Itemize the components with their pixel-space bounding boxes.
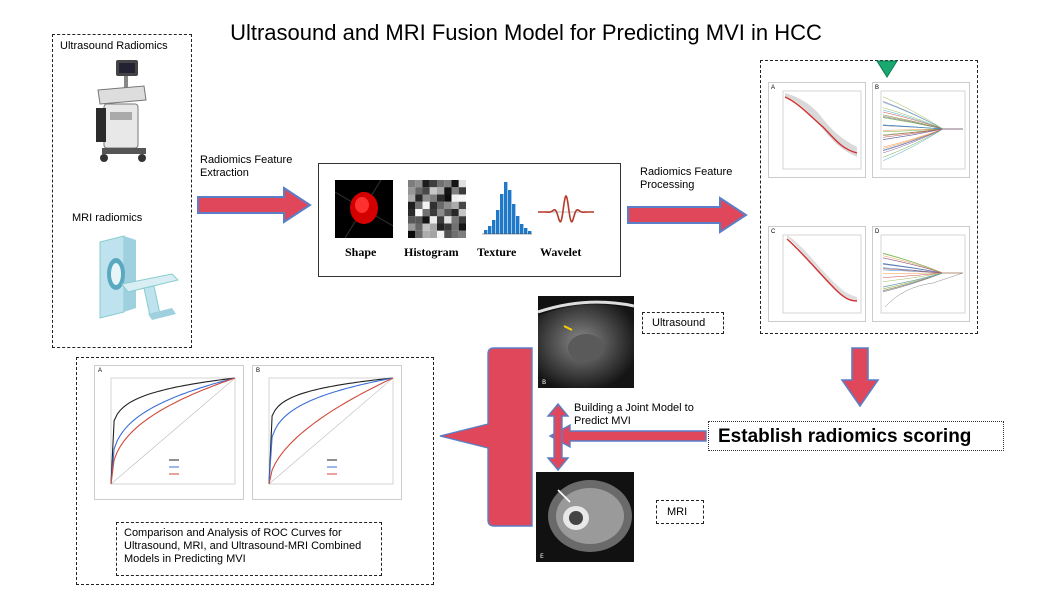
- mri-scan-image: E: [536, 472, 634, 562]
- radiomics-source-box: [52, 34, 192, 348]
- roc-panel-a: A: [94, 365, 244, 500]
- arrow-to-processing: [626, 196, 750, 234]
- texture-label: Texture: [477, 245, 517, 259]
- roc-caption: Comparison and Analysis of ROC Curves fo…: [124, 527, 362, 565]
- joint-model-label: Building a Joint Model to Predict MVI: [574, 402, 694, 427]
- feature-extraction-label: Radiomics Feature Extraction: [200, 154, 293, 179]
- mri-radiomics-label: MRI radiomics: [72, 212, 143, 224]
- shape-label: Shape: [345, 245, 377, 259]
- lasso-feature-box: [760, 60, 978, 334]
- mri-tag-box: [656, 500, 704, 524]
- histogram-image: [408, 180, 466, 238]
- lasso-panel-a: A: [768, 82, 866, 178]
- panel-d-letter: D: [875, 229, 880, 235]
- panel-b-letter: B: [875, 85, 880, 91]
- feature-processing-label: Radiomics Feature Processing: [640, 166, 733, 191]
- texture-image: [482, 178, 532, 236]
- ultrasound-tag-box: [642, 312, 724, 334]
- roc-caption-box: [116, 522, 382, 576]
- radiomics-score-label: Establish radiomics scoring: [718, 426, 972, 447]
- wavelet-label: Wavelet: [540, 245, 582, 259]
- ultrasound-machine-icon: [80, 58, 160, 168]
- svg-text:B: B: [542, 379, 546, 386]
- mri-scanner-icon: [92, 232, 182, 322]
- arrow-to-extraction: [196, 186, 314, 224]
- ultrasound-scan-image: B: [538, 296, 634, 388]
- roc-panel-a-letter: A: [98, 368, 103, 374]
- svg-text:E: E: [540, 553, 544, 560]
- feature-extraction-box: [318, 163, 621, 277]
- wavelet-image: [538, 192, 594, 232]
- ultrasound-tag: Ultrasound: [652, 317, 706, 329]
- brace-arrow-to-roc: [438, 344, 534, 530]
- panel-c-letter: C: [771, 229, 776, 235]
- radiomics-score-box: [708, 421, 1004, 451]
- green-marker-icon: [876, 60, 898, 78]
- arrow-down-to-score: [840, 346, 880, 408]
- lasso-panel-c: C: [768, 226, 866, 322]
- roc-comparison-box: [76, 357, 434, 585]
- mri-tag: MRI: [667, 506, 688, 518]
- lasso-panel-b: B: [872, 82, 970, 178]
- shape-image: [335, 180, 393, 238]
- lasso-panel-d: D: [872, 226, 970, 322]
- roc-panel-b: B: [252, 365, 402, 500]
- histogram-label: Histogram: [404, 245, 459, 259]
- ultrasound-radiomics-label: Ultrasound Radiomics: [60, 40, 168, 52]
- roc-panel-b-letter: B: [256, 368, 261, 374]
- diagram-title: Ultrasound and MRI Fusion Model for Pred…: [230, 20, 822, 45]
- double-arrow-us-mri: [546, 402, 570, 472]
- panel-a-letter: A: [771, 85, 776, 91]
